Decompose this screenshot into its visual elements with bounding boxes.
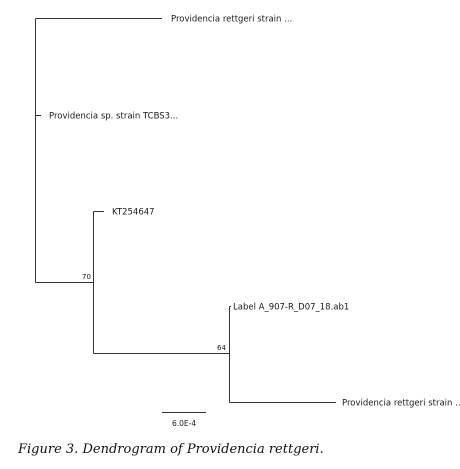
figure-caption: Figure 3. Dendrogram of Providencia rett…	[18, 442, 324, 457]
leaf2-label: Providencia sp. strain TCBS3...	[49, 112, 178, 122]
scale-bar-label: 6.0E-4	[172, 419, 196, 428]
bootstrap-node-b: 64	[217, 344, 226, 352]
caption-prefix: Figure 3.	[18, 442, 79, 457]
tree-branches	[35, 18, 336, 413]
leaf4-label: Label A_907-R_D07_18.ab1	[233, 303, 349, 313]
leaf3-label: KT254647	[112, 208, 155, 218]
bootstrap-node-a: 70	[82, 273, 91, 281]
dendrogram: Providencia rettgeri strain ... Providen…	[35, 15, 460, 428]
leaf5-label: Providencia rettgeri strain ...	[342, 399, 460, 409]
caption-text: Dendrogram of Providencia rettgeri.	[82, 442, 324, 457]
leaf1-label: Providencia rettgeri strain ...	[171, 15, 292, 25]
